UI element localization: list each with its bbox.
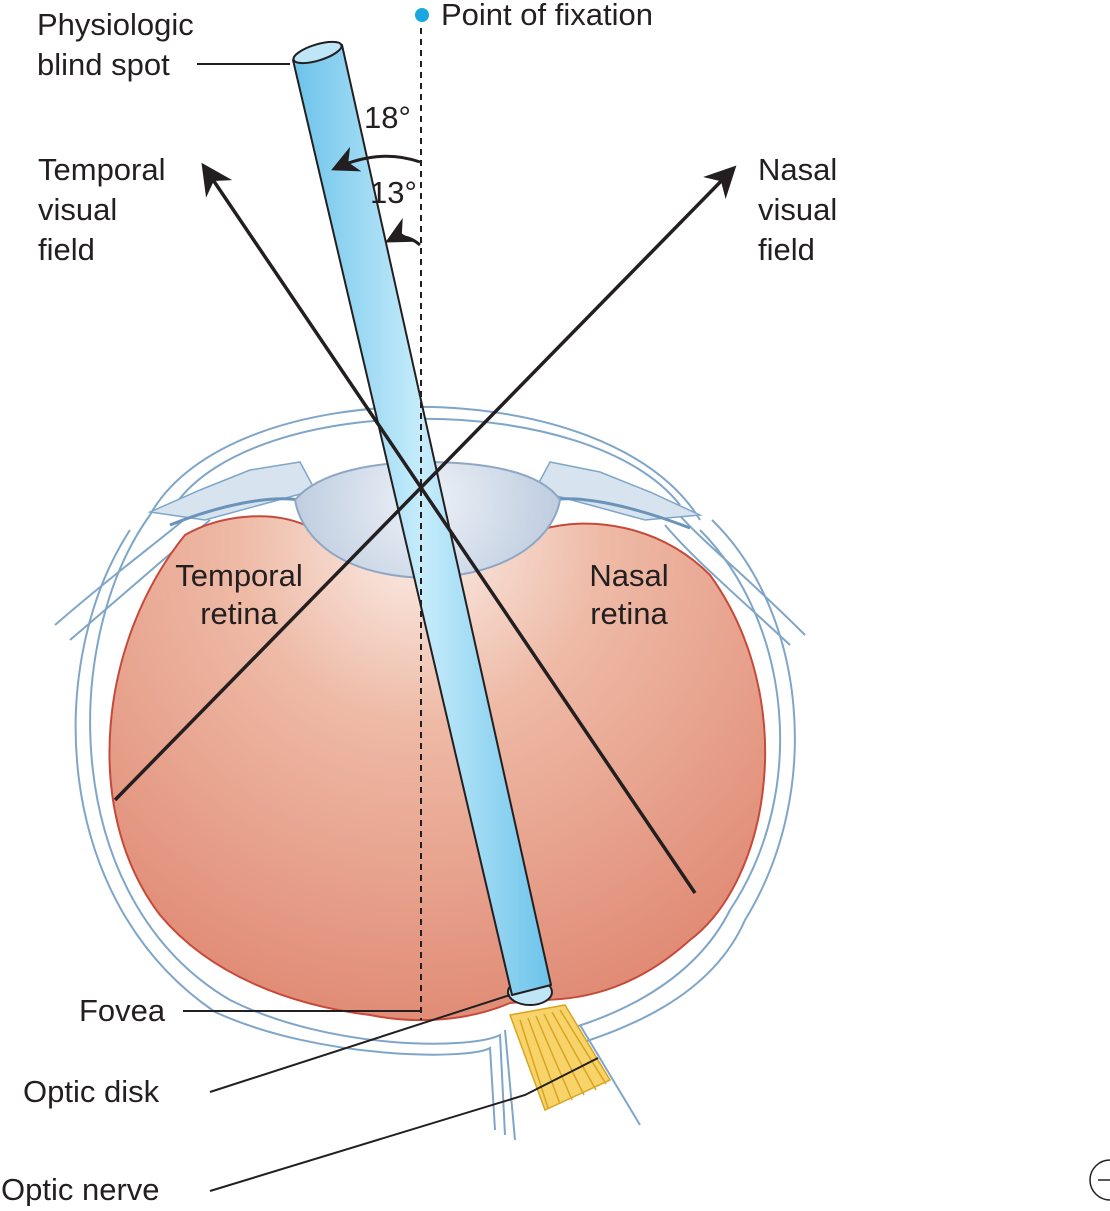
nasal-ray: [113, 165, 737, 802]
choroid-outline: [74, 519, 796, 1131]
ciliary-body: [147, 461, 703, 530]
angle-13-arc: [385, 217, 421, 247]
optic-disk-label: Optic disk: [23, 1074, 160, 1109]
nasal-visual-field-label-line3: field: [758, 232, 815, 267]
angle-18-arc: [331, 146, 421, 172]
conjunctiva-right: [664, 509, 806, 646]
temporal-ray: [201, 162, 697, 894]
fovea-label: Fovea: [79, 993, 166, 1028]
temporal-visual-field-label-line3: field: [38, 232, 95, 267]
optic-nerve-label: Optic nerve: [1, 1172, 160, 1206]
optic-nerve-bundle: [504, 1004, 641, 1141]
temporal-retina-label-line1: Temporal: [175, 558, 303, 593]
temporal-retina-label-line2: retina: [200, 596, 278, 631]
nasal-retina-label-line2: retina: [590, 596, 668, 631]
physiologic-blind-spot-label-line2: blind spot: [37, 47, 170, 82]
angle-13-label: 13°: [370, 175, 417, 210]
optic-nerve-leader: [209, 1057, 599, 1192]
optic-disk-leader: [209, 994, 511, 1093]
angle-18-label: 18°: [364, 100, 411, 135]
sclera-outline: [89, 514, 782, 1136]
leader-lines: [183, 63, 599, 1192]
nasal-visual-field-label-line1: Nasal: [758, 152, 837, 187]
physiologic-blind-spot-label-line1: Physiologic: [37, 7, 194, 42]
nasal-visual-field-label-line2: visual: [758, 192, 837, 227]
nasal-retina-label-line1: Nasal: [589, 558, 668, 593]
blind-spot-beam-end: [292, 40, 343, 65]
crosshair-arc-icon: [1089, 1159, 1110, 1201]
temporal-visual-field-label-line1: Temporal: [38, 152, 166, 187]
temporal-visual-field-label-line2: visual: [38, 192, 117, 227]
fixation-point-icon: [415, 8, 429, 22]
point-of-fixation-label: Point of fixation: [441, 0, 653, 32]
